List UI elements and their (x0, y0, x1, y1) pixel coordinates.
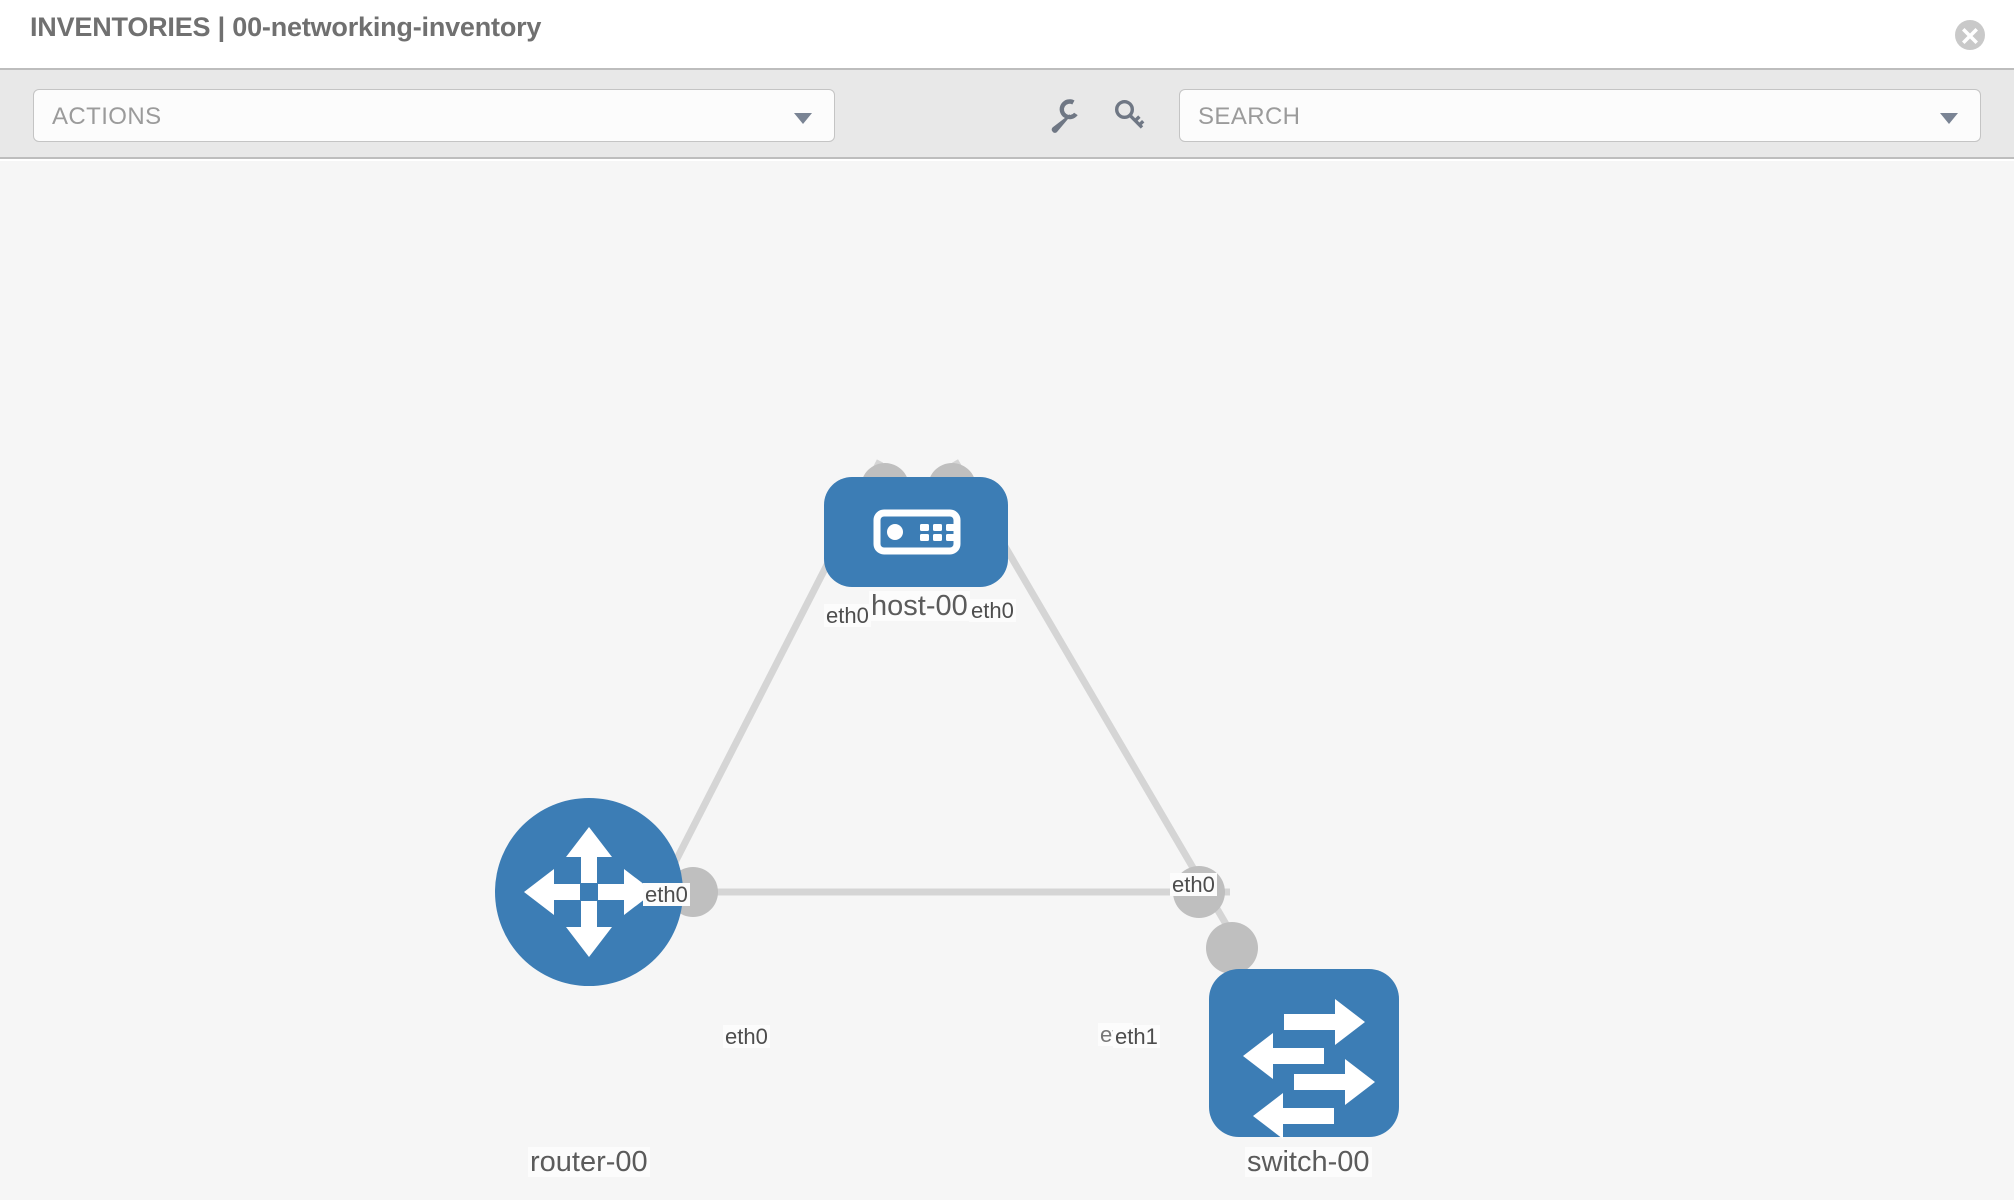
actions-dropdown-label: ACTIONS (52, 103, 162, 130)
node-router-00[interactable] (495, 798, 683, 986)
switch-arrows-icon (1243, 999, 1375, 1139)
node-host-00[interactable] (824, 477, 1008, 587)
key-icon[interactable] (1108, 92, 1154, 138)
chevron-down-icon (794, 113, 812, 124)
server-icon (873, 509, 961, 555)
page-title: INVENTORIES | 00-networking-inventory (30, 12, 542, 42)
chevron-down-icon[interactable] (1940, 113, 1958, 124)
close-icon[interactable] (1955, 20, 1985, 50)
page-header: INVENTORIES | 00-networking-inventory (0, 0, 2014, 68)
topology-canvas[interactable]: eth0 eth0 eth0 eth0 eth0 eth eth1 host-0… (0, 161, 2014, 1200)
node-switch-00[interactable] (1209, 969, 1399, 1139)
toolbar: ACTIONS SEARCH (0, 68, 2014, 159)
topology-graph (495, 459, 1399, 1139)
iface-label-switch00-eth0-up: eth0 (1170, 872, 1217, 897)
search-placeholder: SEARCH (1198, 103, 1301, 130)
router-arrows-icon (524, 827, 654, 957)
actions-dropdown[interactable]: ACTIONS (33, 89, 835, 142)
iface-label-host00-eth0-right: eth0 (969, 598, 1016, 623)
search-input[interactable]: SEARCH (1179, 89, 1981, 142)
node-label-switch-00: switch-00 (1245, 1146, 1372, 1178)
node-label-host-00: host-00 (869, 590, 970, 622)
iface-label-router00-eth0-up: eth0 (643, 882, 690, 907)
node-label-router-00: router-00 (528, 1146, 650, 1178)
wrench-icon[interactable] (1041, 92, 1087, 138)
iface-label-router00-eth0-mid: eth0 (723, 1024, 770, 1049)
iface-label-host00-eth0-left: eth0 (824, 603, 871, 628)
endpoint-switch00-eth0 (1206, 922, 1258, 974)
iface-label-switch00-eth1: eth1 (1113, 1024, 1160, 1049)
